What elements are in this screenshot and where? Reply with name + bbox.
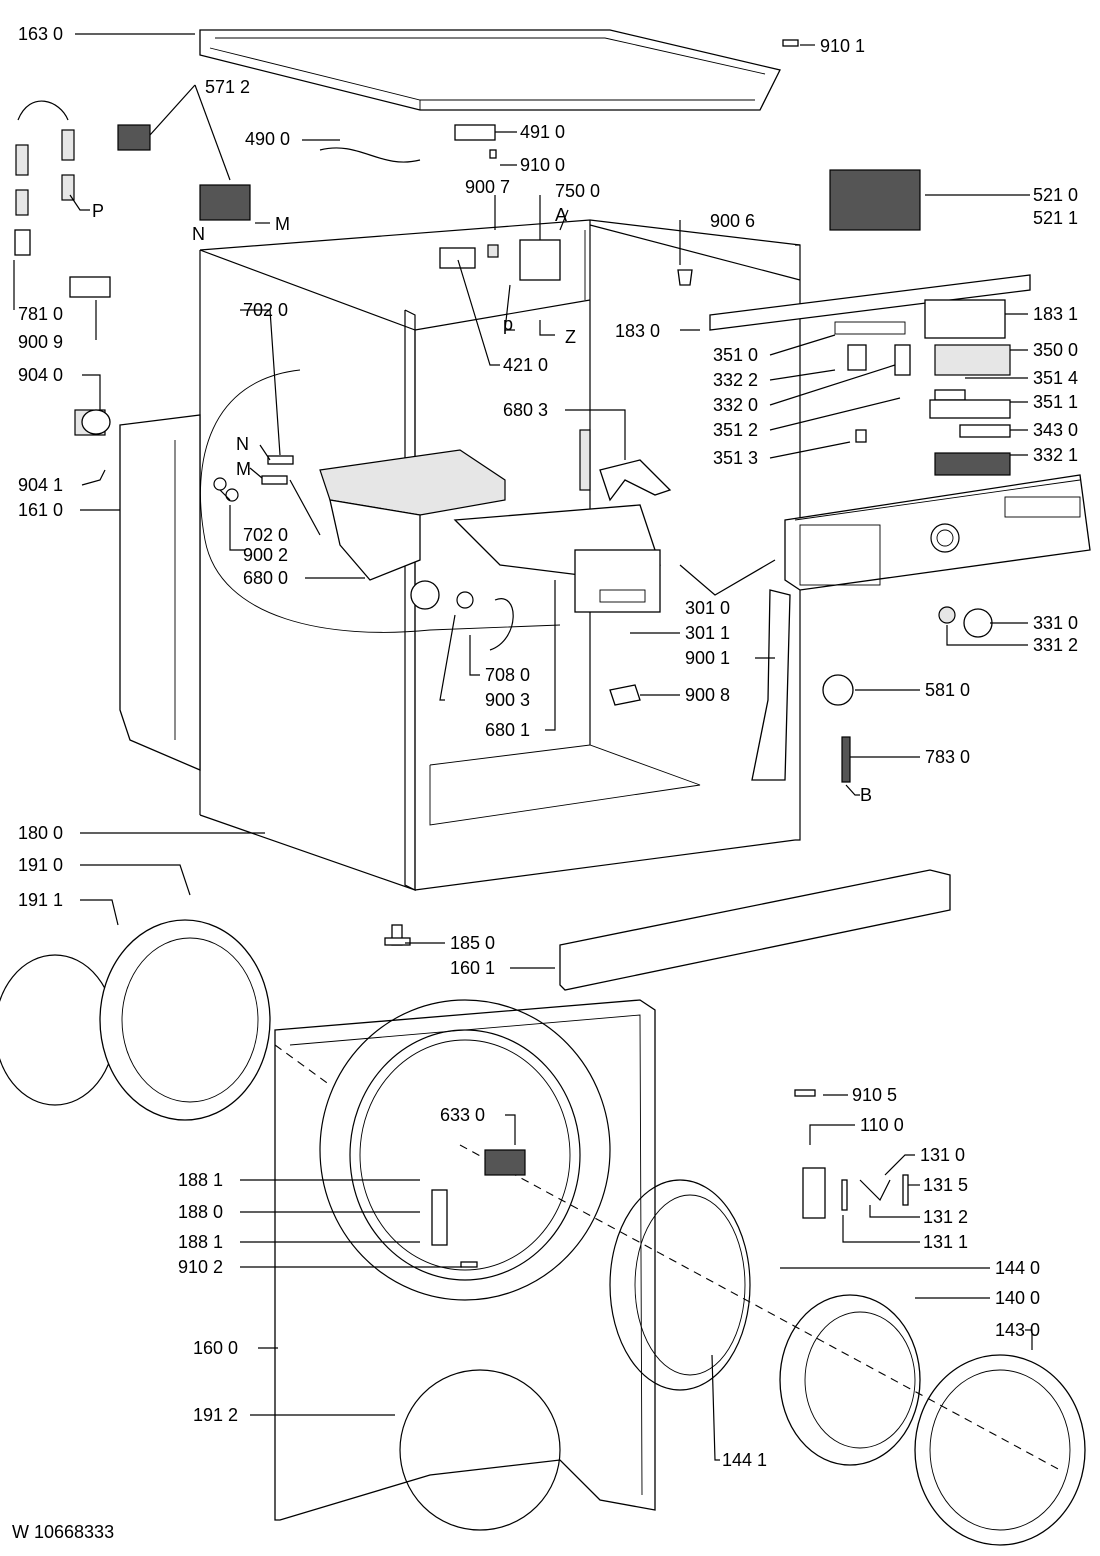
callout-labels: 163 0 910 1 571 2 490 0 491 0 910 0 900 … — [18, 24, 1078, 1470]
callout-label: B — [860, 785, 872, 805]
callout-label: 680 3 — [503, 400, 548, 420]
callout-label: 351 2 — [713, 420, 758, 440]
door-seal-part — [0, 919, 561, 1531]
door-assembly-part — [459, 1144, 1086, 1546]
callout-label: 301 0 — [685, 598, 730, 618]
callout-label: 350 0 — [1033, 340, 1078, 360]
callout-label: P — [92, 201, 104, 221]
control-panel-part — [784, 474, 1091, 591]
callout-label: 521 0 — [1033, 185, 1078, 205]
callout-label: 180 0 — [18, 823, 63, 843]
callout-label: 160 0 — [193, 1338, 238, 1358]
top-lid-part — [199, 29, 781, 111]
callout-label: 351 3 — [713, 448, 758, 468]
callout-label: 351 1 — [1033, 392, 1078, 412]
callout-label: 491 0 — [520, 122, 565, 142]
callout-label: 904 1 — [18, 475, 63, 495]
document-id: W 10668333 — [12, 1522, 114, 1542]
callout-label: 750 0 — [555, 181, 600, 201]
callout-label: 301 1 — [685, 623, 730, 643]
callout-label: 131 1 — [923, 1232, 968, 1252]
callout-label: 351 4 — [1033, 368, 1078, 388]
callout-label: 910 1 — [820, 36, 865, 56]
callout-label: 144 0 — [995, 1258, 1040, 1278]
callout-label: 708 0 — [485, 665, 530, 685]
callout-label: 900 8 — [685, 685, 730, 705]
callout-label: 110 0 — [860, 1115, 904, 1135]
callout-label: 144 1 — [722, 1450, 767, 1470]
callout-label: N — [192, 224, 205, 244]
callout-label: 191 2 — [193, 1405, 238, 1425]
callout-label: 900 9 — [18, 332, 63, 352]
plinth-part — [559, 869, 951, 991]
front-panel-part — [274, 999, 656, 1521]
callout-label: 900 7 — [465, 177, 510, 197]
callout-label: 131 5 — [923, 1175, 968, 1195]
callout-label: 131 2 — [923, 1207, 968, 1227]
callout-label: 143 0 — [995, 1320, 1040, 1340]
callout-label: 140 0 — [995, 1288, 1040, 1308]
callout-label: 188 1 — [178, 1232, 223, 1252]
callout-label: 781 0 — [18, 304, 63, 324]
callout-label: 331 2 — [1033, 635, 1078, 655]
callout-label: 161 0 — [18, 500, 63, 520]
callout-label: 421 0 — [503, 355, 548, 375]
callout-label: 910 5 — [852, 1085, 897, 1105]
callout-label: 521 1 — [1033, 208, 1078, 228]
callout-label: 131 0 — [920, 1145, 965, 1165]
callout-label: 783 0 — [925, 747, 970, 767]
callout-label: 188 1 — [178, 1170, 223, 1190]
callout-label: 351 0 — [713, 345, 758, 365]
callout-label: 680 0 — [243, 568, 288, 588]
callout-label: 160 1 — [450, 958, 495, 978]
callout-label: 702 0 — [243, 300, 288, 320]
callout-label: 680 1 — [485, 720, 530, 740]
callout-label: A — [555, 205, 567, 225]
side-panel-part — [119, 414, 201, 771]
callout-label: 702 0 — [243, 525, 288, 545]
callout-label: Z — [565, 327, 576, 347]
callout-label: 571 2 — [205, 77, 250, 97]
detergent-box-part — [319, 449, 661, 651]
cutaway-outline — [200, 369, 561, 633]
callout-label: 900 3 — [485, 690, 530, 710]
callout-label: p — [503, 314, 513, 334]
callout-label: 900 1 — [685, 648, 730, 668]
callout-label: 183 0 — [615, 321, 660, 341]
callout-label: 163 0 — [18, 24, 63, 44]
callout-label: 910 2 — [178, 1257, 223, 1277]
callout-label: 343 0 — [1033, 420, 1078, 440]
callout-label: 900 2 — [243, 545, 288, 565]
callout-label: 900 6 — [710, 211, 755, 231]
callout-label: 490 0 — [245, 129, 290, 149]
callout-label: 185 0 — [450, 933, 495, 953]
callout-label: 188 0 — [178, 1202, 223, 1222]
callout-label: 183 1 — [1033, 304, 1078, 324]
callout-label: M — [275, 214, 290, 234]
electronics-parts — [579, 169, 1031, 502]
callout-label: M — [236, 459, 251, 479]
callout-label: 904 0 — [18, 365, 63, 385]
callout-label: 191 0 — [18, 855, 63, 875]
callout-label: 910 0 — [520, 155, 565, 175]
callout-label: 332 1 — [1033, 445, 1078, 465]
callout-label: 633 0 — [440, 1105, 485, 1125]
callout-label: 332 0 — [713, 395, 758, 415]
callout-label: 331 0 — [1033, 613, 1078, 633]
callout-label: N — [236, 434, 249, 454]
callout-label: 332 2 — [713, 370, 758, 390]
small-parts — [14, 39, 993, 1268]
callout-label: 191 1 — [18, 890, 63, 910]
callout-label: 581 0 — [925, 680, 970, 700]
leader-lines — [13, 33, 1033, 1461]
